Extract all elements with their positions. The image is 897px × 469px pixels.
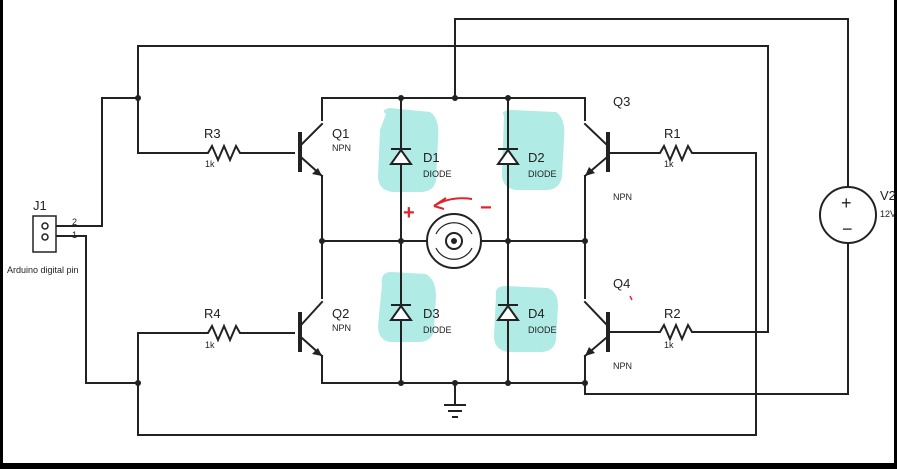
svg-text:D3: D3	[423, 306, 440, 321]
wires	[55, 18, 849, 436]
svg-text:NPN: NPN	[332, 323, 351, 333]
svg-text:1k: 1k	[205, 159, 215, 169]
svg-text:NPN: NPN	[613, 192, 632, 202]
svg-text:Q4: Q4	[613, 276, 630, 291]
j1-description: Arduino digital pin	[7, 265, 79, 275]
svg-text:Q2: Q2	[332, 306, 349, 321]
source-ref: V2	[880, 188, 896, 203]
highlight-d2	[502, 110, 565, 190]
svg-text:R1: R1	[664, 126, 681, 141]
resistor-r4: R4 1k	[195, 306, 295, 350]
svg-text:R2: R2	[664, 306, 681, 321]
svg-text:1k: 1k	[205, 340, 215, 350]
svg-text:NPN: NPN	[613, 361, 632, 371]
svg-text:DIODE: DIODE	[423, 169, 452, 179]
motor-icon	[426, 213, 482, 269]
transistor-q1: Q1 NPN	[298, 122, 351, 178]
resistor-r1: R1 1k	[609, 126, 709, 169]
transistor-q2: Q2 NPN	[298, 300, 351, 358]
svg-text:Q1: Q1	[332, 126, 349, 141]
diode-d1: D1 DIODE	[389, 148, 452, 179]
diode-d2: D2 DIODE	[496, 148, 557, 179]
source-value: 12V	[880, 209, 896, 219]
source-plus: +	[841, 193, 852, 213]
svg-text:R4: R4	[204, 306, 221, 321]
source-minus: −	[842, 219, 853, 239]
svg-text:D1: D1	[423, 150, 440, 165]
j1-label: J1	[33, 198, 47, 213]
diode-d3: D3 DIODE	[389, 304, 452, 335]
highlight-d3	[378, 272, 436, 342]
j1-pin1: 1	[72, 230, 77, 240]
svg-text:DIODE: DIODE	[528, 169, 557, 179]
svg-text:DIODE: DIODE	[528, 325, 557, 335]
annotation-plus: +	[403, 202, 415, 224]
annotation-minus: −	[480, 197, 492, 219]
j1-pin2: 2	[72, 217, 77, 227]
svg-text:D2: D2	[528, 150, 545, 165]
transistor-q3: Q3 NPN	[583, 94, 632, 202]
current-direction-annotation: + −	[403, 197, 633, 301]
svg-text:1k: 1k	[664, 340, 674, 350]
transistor-q4: Q4 NPN	[583, 276, 632, 371]
connector-j1: J1 2 1 Arduino digital pin	[7, 198, 79, 275]
svg-text:D4: D4	[528, 306, 545, 321]
highlight-d4	[494, 286, 558, 352]
diode-d4: D4 DIODE	[496, 304, 557, 335]
svg-text:1k: 1k	[664, 159, 674, 169]
svg-text:NPN: NPN	[332, 143, 351, 153]
svg-text:Q3: Q3	[613, 94, 630, 109]
ground-icon	[444, 404, 466, 418]
junction-dots	[135, 95, 588, 386]
voltage-source-icon: + − V2 12V	[819, 186, 896, 244]
svg-text:DIODE: DIODE	[423, 325, 452, 335]
resistor-r3: R3 1k	[195, 126, 295, 169]
svg-text:R3: R3	[204, 126, 221, 141]
resistor-r2: R2 1k	[609, 306, 709, 350]
